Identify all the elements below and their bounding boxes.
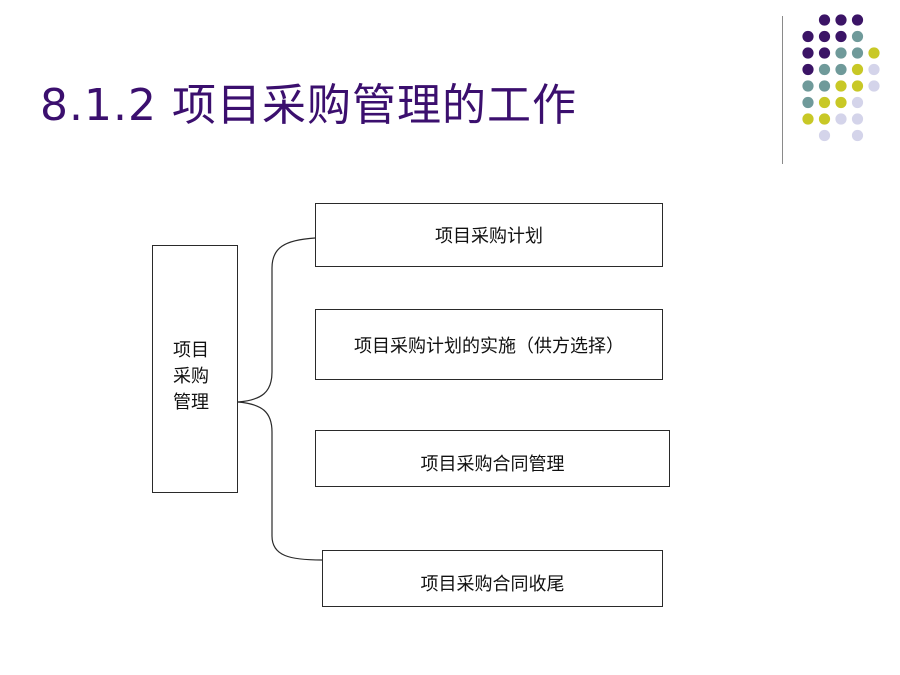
branch-label: 项目采购合同收尾 <box>420 573 565 595</box>
branch-box-procurement-execution: 项目采购计划的实施（供方选择） <box>315 309 663 380</box>
decorative-dot <box>868 47 880 59</box>
decorative-dot <box>851 129 864 142</box>
branch-label: 项目采购计划的实施（供方选择） <box>354 335 624 357</box>
branch-box-procurement-planning: 项目采购计划 <box>315 203 663 267</box>
decorative-dot <box>818 96 831 109</box>
decorative-dot <box>851 30 864 43</box>
brace-upper-connector <box>237 237 316 403</box>
title-divider-line <box>782 16 783 164</box>
decorative-dot <box>818 129 831 142</box>
branch-label: 项目采购计划 <box>435 226 543 247</box>
decorative-dot <box>835 80 847 92</box>
decorative-dot <box>818 63 831 76</box>
decorative-dot <box>818 113 831 125</box>
decorative-dot <box>818 47 831 59</box>
decorative-dot <box>818 14 831 26</box>
decorative-dot <box>802 63 814 76</box>
branch-label: 项目采购合同管理 <box>420 453 565 475</box>
brace-lower-connector <box>237 401 323 561</box>
decorative-dot <box>868 80 880 92</box>
decorative-dot <box>851 113 864 125</box>
decorative-dot <box>802 80 814 92</box>
slide-title: 8.1.2 项目采购管理的工作 <box>40 80 577 131</box>
decorative-dot <box>835 14 847 26</box>
decorative-dot <box>851 63 864 76</box>
branch-box-contract-management: 项目采购合同管理 <box>315 430 670 487</box>
decorative-dot <box>851 96 864 109</box>
decorative-dot <box>835 47 847 59</box>
decorative-dot <box>835 30 847 43</box>
decorative-dot <box>802 47 814 59</box>
decorative-dot <box>802 96 814 109</box>
root-node-box: 项目采购管理 <box>152 245 238 493</box>
decorative-dot <box>851 80 864 92</box>
decorative-dot <box>802 113 814 125</box>
decorative-dot <box>868 63 880 76</box>
decorative-dot <box>835 96 847 109</box>
decorative-dot <box>851 47 864 59</box>
root-node-label: 项目采购管理 <box>173 340 209 413</box>
decorative-dot <box>835 63 847 76</box>
decorative-dot <box>835 113 847 125</box>
decorative-dot <box>818 80 831 92</box>
decorative-dot <box>802 30 814 43</box>
decorative-dot <box>851 14 864 26</box>
branch-box-contract-closeout: 项目采购合同收尾 <box>322 550 663 607</box>
decorative-dot <box>818 30 831 43</box>
